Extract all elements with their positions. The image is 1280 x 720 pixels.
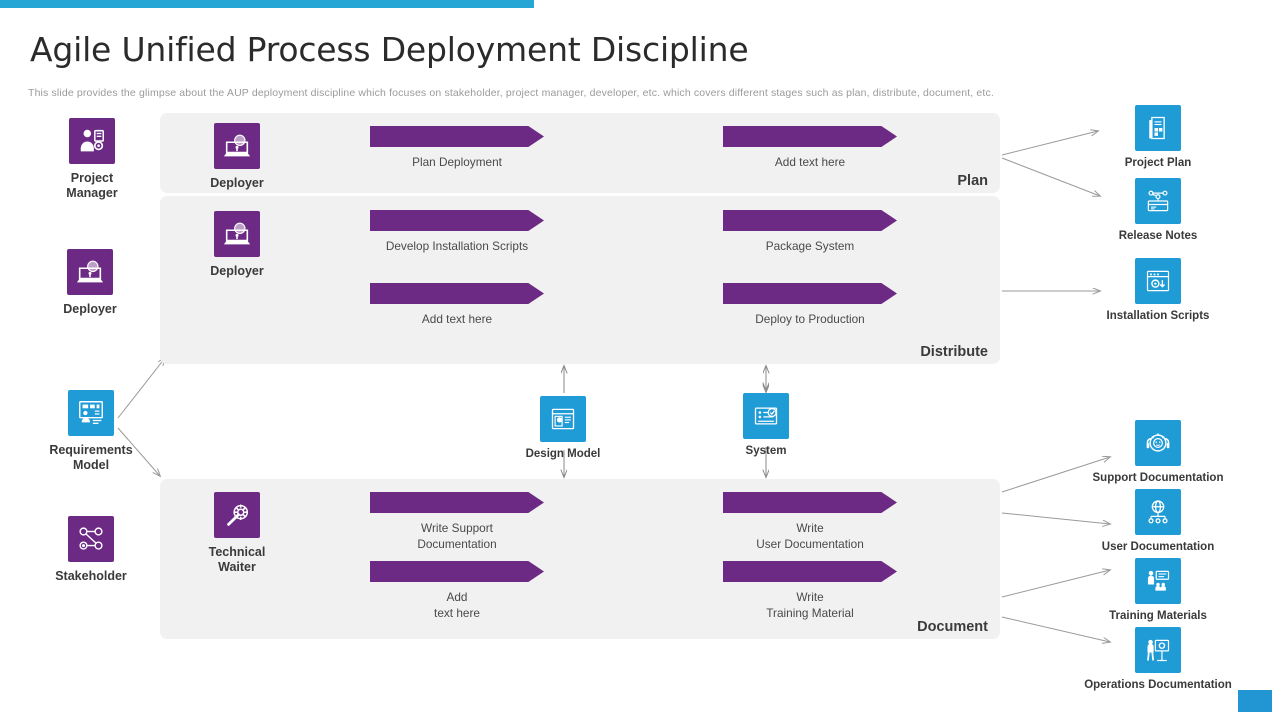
deployer-icon bbox=[214, 211, 260, 257]
task-distribute-add-text[interactable]: Add text here bbox=[370, 283, 560, 327]
corner-accent-block bbox=[1238, 690, 1272, 712]
output-label: Installation Scripts bbox=[1106, 310, 1210, 322]
output-label: Training Materials bbox=[1109, 610, 1207, 622]
requirements-model-icon bbox=[68, 390, 114, 436]
chevron-shape bbox=[370, 126, 544, 147]
output-project-plan[interactable]: Project Plan bbox=[1103, 105, 1213, 169]
panel-label-document: Document bbox=[917, 619, 988, 635]
output-label: Operations Documentation bbox=[1084, 679, 1232, 691]
output-user-documentation[interactable]: User Documentation bbox=[1083, 489, 1233, 553]
role-stakeholder[interactable]: Stakeholder bbox=[36, 516, 146, 584]
panel-label-plan: Plan bbox=[957, 173, 988, 189]
output-label: Project Plan bbox=[1124, 157, 1192, 169]
design-model-icon bbox=[540, 396, 586, 442]
panel-label-distribute: Distribute bbox=[920, 344, 988, 360]
deployer-icon bbox=[67, 249, 113, 295]
technical-waiter-icon bbox=[214, 492, 260, 538]
task-package-system[interactable]: Package System bbox=[723, 210, 913, 254]
role-deployer-rail[interactable]: Deployer bbox=[35, 249, 145, 317]
task-label: Add text here bbox=[774, 155, 846, 169]
panel-plan-role-deployer[interactable]: Deployer bbox=[182, 123, 292, 191]
panel-distribute-role-deployer[interactable]: Deployer bbox=[182, 211, 292, 279]
training-materials-icon bbox=[1135, 558, 1181, 604]
chevron-shape bbox=[723, 561, 897, 582]
operations-documentation-icon bbox=[1135, 627, 1181, 673]
support-documentation-icon bbox=[1135, 420, 1181, 466]
task-label: Plan Deployment bbox=[412, 155, 502, 169]
chevron-shape bbox=[370, 283, 544, 304]
project-manager-icon bbox=[69, 118, 115, 164]
chevron-shape bbox=[723, 283, 897, 304]
chevron-shape bbox=[370, 561, 544, 582]
role-label: Deployer bbox=[63, 302, 117, 316]
chevron-shape bbox=[723, 126, 897, 147]
task-label: Deploy to Production bbox=[755, 312, 865, 326]
release-notes-icon bbox=[1135, 178, 1181, 224]
installation-scripts-icon bbox=[1135, 258, 1181, 304]
task-label: Develop Installation Scripts bbox=[385, 239, 529, 253]
output-label: User Documentation bbox=[1101, 541, 1215, 553]
node-label: Design Model bbox=[525, 448, 601, 460]
page-subtitle: This slide provides the glimpse about th… bbox=[28, 87, 994, 99]
node-system[interactable]: System bbox=[711, 393, 821, 457]
output-training-materials[interactable]: Training Materials bbox=[1083, 558, 1233, 622]
role-label: Deployer bbox=[210, 176, 264, 190]
task-plan-deployment[interactable]: Plan Deployment bbox=[370, 126, 560, 170]
node-label: System bbox=[745, 445, 787, 457]
task-develop-installation-scripts[interactable]: Develop Installation Scripts bbox=[370, 210, 560, 254]
stakeholder-icon bbox=[68, 516, 114, 562]
output-support-documentation[interactable]: Support Documentation bbox=[1083, 420, 1233, 484]
chevron-shape bbox=[723, 210, 897, 231]
role-label: Deployer bbox=[210, 264, 264, 278]
chevron-shape bbox=[370, 492, 544, 513]
output-label: Support Documentation bbox=[1092, 472, 1224, 484]
project-plan-icon bbox=[1135, 105, 1181, 151]
node-design-model[interactable]: Design Model bbox=[508, 396, 618, 460]
task-deploy-to-production[interactable]: Deploy to Production bbox=[723, 283, 913, 327]
role-label: Stakeholder bbox=[55, 569, 127, 583]
task-label: Package System bbox=[765, 239, 855, 253]
output-operations-documentation[interactable]: Operations Documentation bbox=[1078, 627, 1238, 691]
chevron-shape bbox=[370, 210, 544, 231]
user-documentation-icon bbox=[1135, 489, 1181, 535]
chevron-shape bbox=[723, 492, 897, 513]
output-release-notes[interactable]: Release Notes bbox=[1103, 178, 1213, 242]
top-accent-bar bbox=[0, 0, 534, 8]
output-installation-scripts[interactable]: Installation Scripts bbox=[1103, 258, 1213, 322]
task-label: Add text here bbox=[421, 312, 493, 326]
page-title: Agile Unified Process Deployment Discipl… bbox=[30, 30, 749, 69]
system-icon bbox=[743, 393, 789, 439]
deployer-icon bbox=[214, 123, 260, 169]
task-plan-add-text[interactable]: Add text here bbox=[723, 126, 913, 170]
output-label: Release Notes bbox=[1118, 230, 1198, 242]
